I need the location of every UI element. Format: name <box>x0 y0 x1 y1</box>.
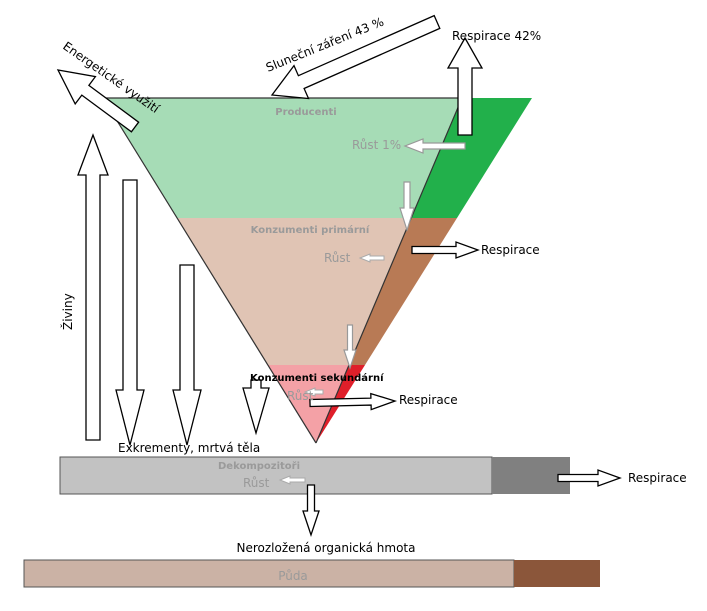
producers-label: Producenti <box>275 107 336 118</box>
energy-use-arrow-icon <box>56 69 140 133</box>
primary-down-arrow-icon <box>343 324 357 370</box>
growth-1-label: Růst 1% <box>352 138 401 152</box>
soil-bar <box>23 559 515 588</box>
producers-down-arrow-icon <box>399 181 415 232</box>
growth-secondary-label: Růst <box>287 389 314 403</box>
soil-label: Půda <box>278 569 308 583</box>
respiration-decomposers-arrow-icon <box>557 469 622 487</box>
respiration-42-label: Respirace 42% <box>452 29 541 43</box>
pyramid-left-edge <box>102 97 317 444</box>
decomposers-respiration-bar <box>492 457 570 494</box>
undecomposed-arrow-icon <box>302 484 320 538</box>
respiration-decomposers-label: Respirace <box>628 471 687 485</box>
growth-secondary-arrow-icon <box>303 387 324 397</box>
sunlight-arrow-icon <box>270 14 441 100</box>
nutrients-label: Živiny <box>60 293 75 330</box>
soil-dark-bar <box>514 560 600 587</box>
primary-consumers-label: Konzumenti primární <box>251 224 370 236</box>
respiration-primary-arrow-icon <box>411 241 480 259</box>
growth-1-arrow-icon <box>403 138 466 154</box>
respiration-secondary-arrow-icon <box>309 392 398 411</box>
primary-consumers-respiration-band <box>349 218 457 365</box>
secondary-consumers-level <box>268 365 349 443</box>
growth-decomposers-arrow-icon <box>278 475 306 485</box>
pyramid-inner-edge <box>315 97 463 444</box>
excrement-arrow-1-icon <box>115 179 145 446</box>
growth-primary-label: Růst <box>324 251 351 265</box>
respiration-secondary-label: Respirace <box>399 393 458 407</box>
growth-decomposers-label: Růst <box>243 476 270 490</box>
respiration-42-arrow-icon <box>446 36 484 136</box>
growth-primary-arrow-icon <box>358 253 385 263</box>
decomposers-label: Dekompozitoři <box>218 460 300 472</box>
respiration-primary-label: Respirace <box>481 243 540 257</box>
producers-level <box>103 98 462 218</box>
excrement-arrow-3-icon <box>242 379 270 436</box>
undecomposed-label: Nerozložená organická hmota <box>237 541 416 555</box>
nutrients-arrow-icon <box>77 133 109 441</box>
producers-respiration-band <box>411 98 532 218</box>
excrements-label: Exkrementy, mrtvá těla <box>118 441 260 455</box>
excrement-arrow-2-icon <box>172 264 202 446</box>
secondary-consumers-label: Konzumenti sekundární <box>250 372 384 384</box>
